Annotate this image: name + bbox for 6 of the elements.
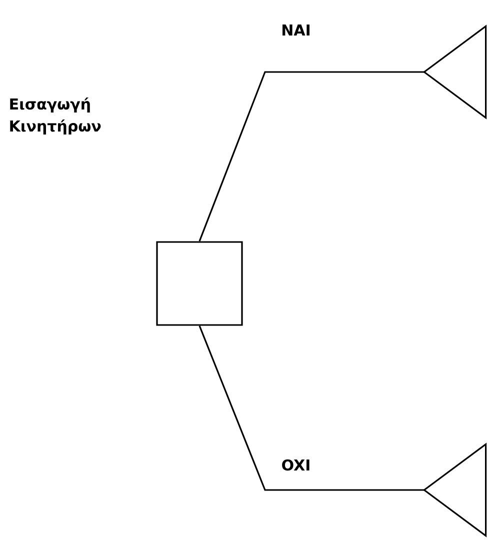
decision-square <box>156 241 243 326</box>
branch-line <box>198 326 424 491</box>
decision-title: Εισαγωγή Κινητήρων <box>10 97 101 135</box>
branch-line <box>198 71 424 242</box>
edge-label: NAI <box>280 24 312 36</box>
edge-label: OXI <box>280 458 312 472</box>
